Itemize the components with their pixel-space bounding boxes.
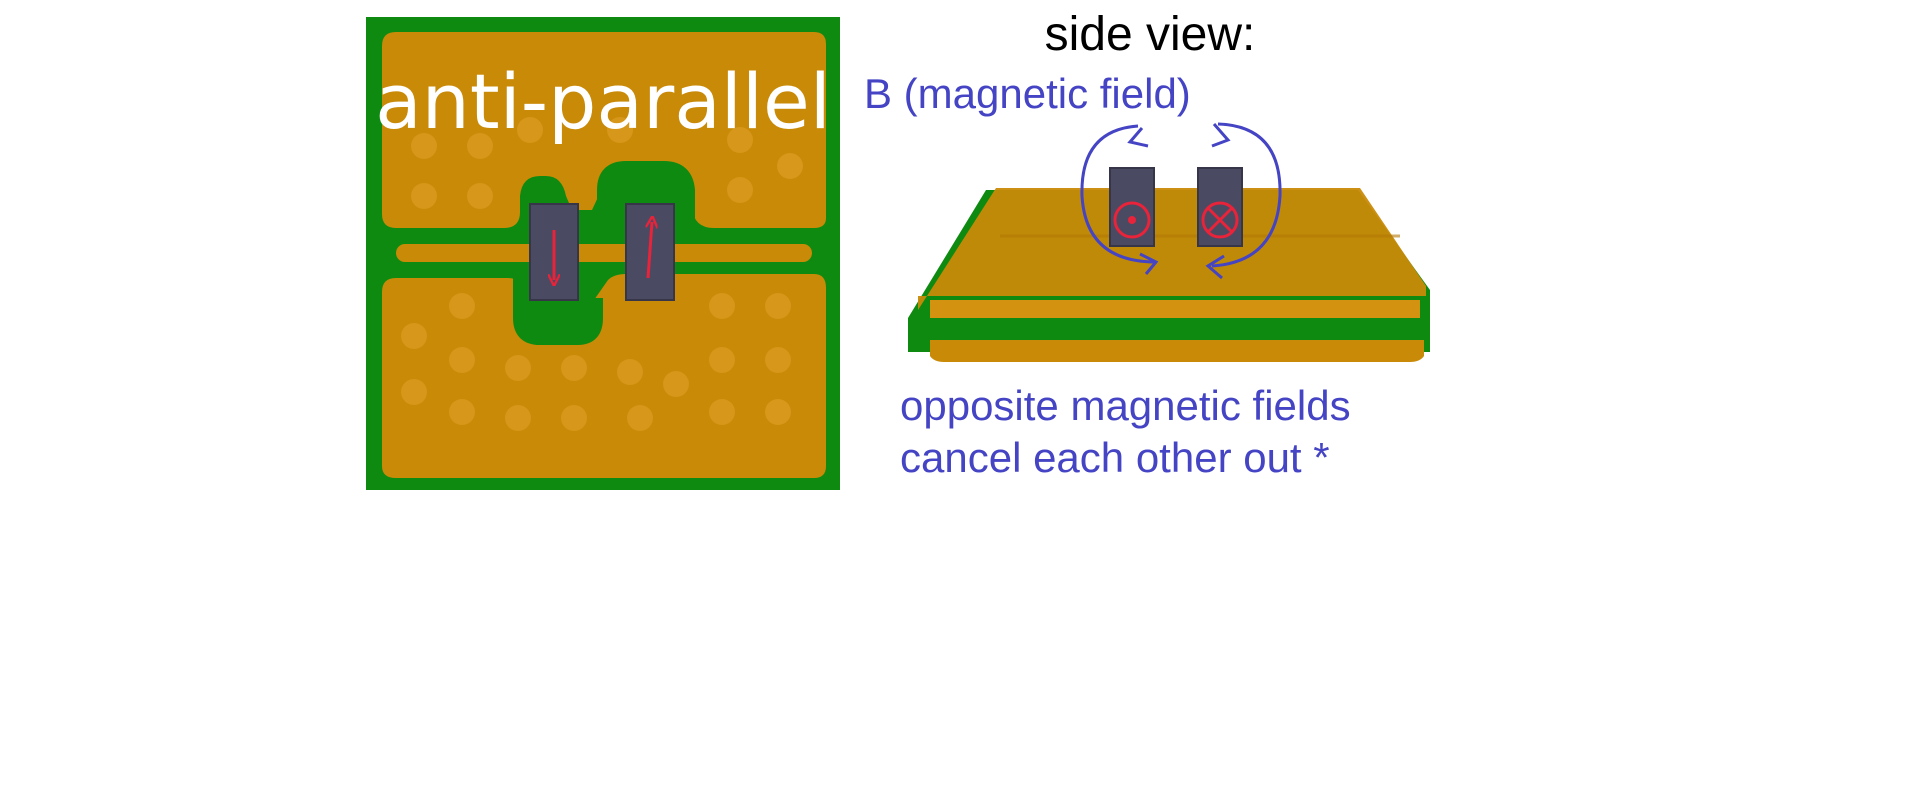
field-arrow-bottom-left xyxy=(1139,252,1159,275)
inductor-left-side xyxy=(1109,167,1155,247)
top-view-pcb: anti-parallel xyxy=(366,17,840,490)
field-arrow-bottom-right xyxy=(1205,254,1225,280)
via-dots xyxy=(401,117,803,431)
field-loop-left xyxy=(1080,124,1157,264)
pcb-title: anti-parallel xyxy=(375,57,831,146)
field-arrow-top-left xyxy=(1127,127,1149,148)
trace-gap-right xyxy=(597,161,711,244)
copper-trace-middle xyxy=(396,244,812,262)
field-arrow-top-right xyxy=(1211,123,1231,148)
side-view: side view: B (magnetic field) opposite m… xyxy=(864,8,1430,481)
current-into-page-icon xyxy=(1201,201,1239,239)
caption-line-2: cancel each other out * xyxy=(900,434,1330,481)
side-board-copper-strip xyxy=(930,300,1420,318)
inductor-right-side xyxy=(1197,167,1243,247)
side-view-title: side view: xyxy=(1045,8,1256,61)
trace-gap-left xyxy=(513,262,603,345)
field-label: B (magnetic field) xyxy=(864,70,1191,117)
copper-pour-bottom xyxy=(382,274,826,478)
side-board-copper xyxy=(918,188,1426,310)
copper-pour-top xyxy=(382,32,826,228)
field-loop-right xyxy=(1211,122,1282,268)
current-out-of-page-icon xyxy=(1113,201,1151,239)
current-arrow-up xyxy=(648,222,652,279)
side-board-edge xyxy=(930,340,1424,362)
caption-line-1: opposite magnetic fields xyxy=(900,382,1351,429)
